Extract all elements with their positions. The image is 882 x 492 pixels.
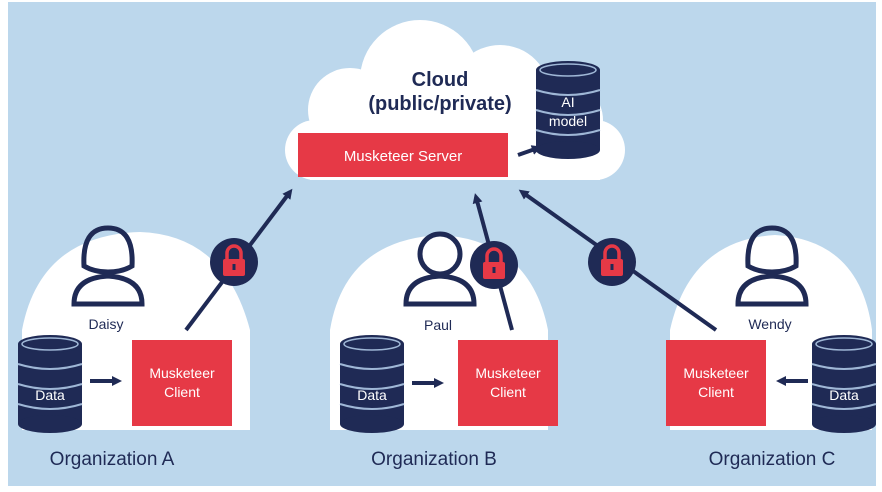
organization-c: Wendy Musketeer Client Data Organization… [666, 225, 877, 470]
model-label-line1: AI [561, 94, 574, 110]
person-name-wendy: Wendy [748, 316, 791, 332]
client-label-line2: Client [490, 384, 526, 400]
cloud-title-line1: Cloud [412, 69, 469, 91]
organization-label: Organization C [709, 449, 836, 470]
lock-icon [586, 236, 638, 288]
data-label: Data [357, 387, 387, 403]
person-name-daisy: Daisy [88, 316, 123, 332]
client-label-line1: Musketeer [149, 365, 215, 381]
data-database-icon [17, 334, 83, 434]
musketeer-client [458, 340, 558, 426]
arrow-server-to-model [517, 145, 542, 157]
client-label-line2: Client [164, 384, 200, 400]
person-name-paul: Paul [424, 317, 452, 333]
data-label: Data [35, 387, 65, 403]
musketeer-client [666, 340, 766, 426]
person-male-icon [403, 231, 477, 307]
database-icon [535, 60, 601, 160]
organization-a: Daisy Data Musketeer Client Organization… [17, 225, 232, 470]
musketeer-client [132, 340, 232, 426]
person-female-icon [71, 225, 145, 307]
data-database-icon [339, 334, 405, 434]
client-label-line2: Client [698, 384, 734, 400]
organization-label: Organization A [50, 449, 175, 470]
cloud-title-line2: (public/private) [368, 93, 511, 115]
data-label: Data [829, 387, 859, 403]
organization-b: Paul Data Musketeer Client Organization … [339, 231, 558, 470]
data-database-icon [811, 334, 877, 434]
client-label-line1: Musketeer [683, 365, 749, 381]
server-label: Musketeer Server [344, 148, 462, 165]
organization-label: Organization B [371, 449, 497, 470]
person-female-icon [735, 225, 809, 307]
musketeer-server: Musketeer Server [298, 133, 508, 177]
lock-icon [208, 236, 260, 288]
client-label-line1: Musketeer [475, 365, 541, 381]
model-label-line2: model [549, 113, 587, 129]
lock-icon [468, 239, 520, 291]
